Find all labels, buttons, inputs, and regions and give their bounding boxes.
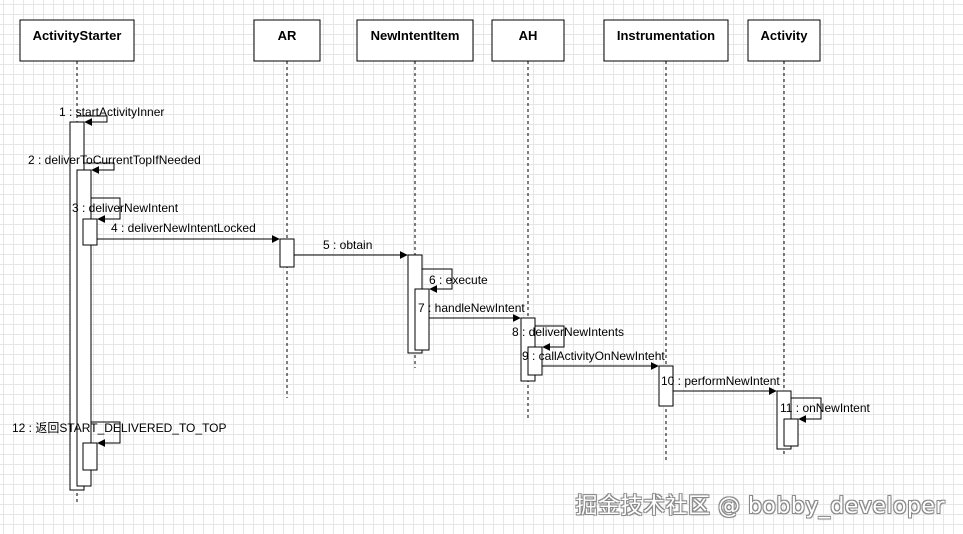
activation-bar (82, 218, 98, 246)
message-label: 6 : execute (429, 273, 488, 287)
message-label: 1 : startActivityInner (59, 105, 164, 119)
message-label: 2 : deliverToCurrentTopIfNeeded (28, 153, 201, 167)
message-4: 4 : deliverNewIntentLocked (97, 221, 280, 243)
message-7: 7 : handleNewIntent (418, 301, 525, 322)
message-label: 8 : deliverNewIntents (512, 325, 624, 339)
participant-activity[interactable]: Activity (747, 19, 821, 62)
message-3: 3 : deliverNewIntent (72, 197, 179, 223)
message-label: 12 : 返回START_DELIVERED_TO_TOP (12, 421, 227, 435)
message-6: 6 : execute (422, 268, 488, 293)
participant-ar[interactable]: AR (253, 19, 321, 62)
message-5: 5 : obtain (294, 238, 408, 259)
message-1: 1 : startActivityInner (59, 105, 164, 126)
message-2: 2 : deliverToCurrentTopIfNeeded (28, 153, 201, 174)
message-label: 5 : obtain (323, 238, 372, 252)
message-label: 10 : performNewIntent (661, 374, 780, 388)
message-label: 11 : onNewIntent (780, 401, 871, 415)
participant-label: AH (519, 28, 538, 43)
message-11: 11 : onNewIntent (780, 397, 871, 423)
message-label: 7 : handleNewIntent (418, 301, 525, 315)
activation-bar (76, 169, 92, 487)
participant-label: Activity (761, 28, 809, 43)
activation-bar (82, 442, 98, 471)
participant-newintentitem[interactable]: NewIntentItem (356, 19, 474, 62)
message-10: 10 : performNewIntent (661, 374, 780, 395)
message-label: 9 : callActivityOnNewInteht (522, 349, 665, 363)
activation-bar (414, 288, 430, 351)
message-label: 4 : deliverNewIntentLocked (111, 221, 256, 235)
participant-instrumentation[interactable]: Instrumentation (603, 19, 729, 62)
watermark: 掘金技术社区 @ bobby_developer (575, 494, 945, 519)
participant-label: Instrumentation (617, 28, 715, 43)
participant-ah[interactable]: AH (491, 19, 565, 62)
message-9: 9 : callActivityOnNewInteht (522, 349, 665, 370)
activation-bar (527, 346, 543, 376)
participant-label: ActivityStarter (33, 28, 122, 43)
activation-bar (783, 418, 799, 447)
activation-bar (279, 238, 295, 268)
message-8: 8 : deliverNewIntents (512, 325, 624, 351)
participant-activitystarter[interactable]: ActivityStarter (19, 19, 135, 62)
participant-label: AR (278, 28, 297, 43)
activation-bar (658, 365, 674, 407)
message-12: 12 : 返回START_DELIVERED_TO_TOP (12, 421, 227, 447)
message-label: 3 : deliverNewIntent (72, 201, 179, 215)
participant-label: NewIntentItem (371, 28, 460, 43)
